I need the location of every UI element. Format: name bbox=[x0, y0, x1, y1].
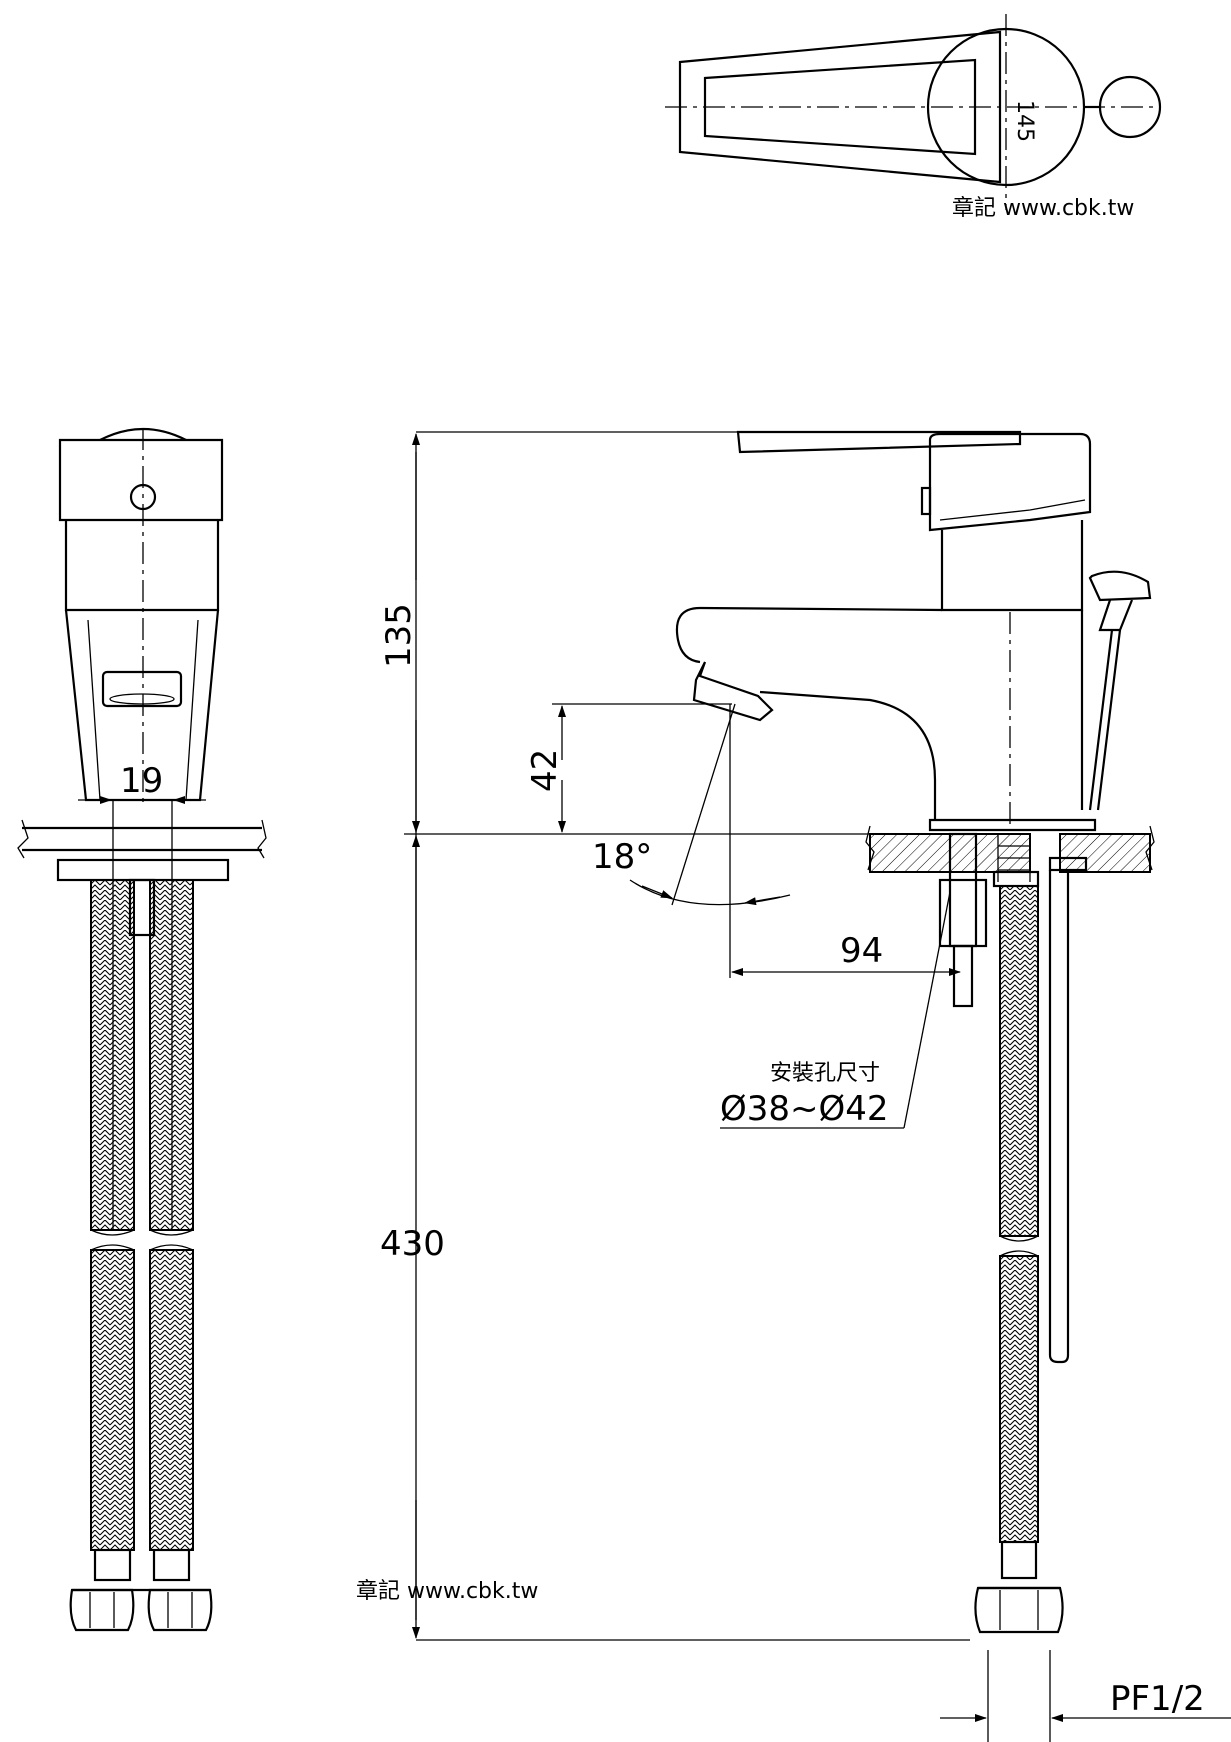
dim-height-top: 135 bbox=[379, 603, 419, 668]
dim-spout-reach: 94 bbox=[840, 931, 883, 971]
front-hose-upper bbox=[999, 885, 1039, 1237]
front-deck-right bbox=[1059, 833, 1151, 873]
dim-hose-spacing: 19 bbox=[120, 761, 163, 801]
top-handle-mark: 145 bbox=[1012, 100, 1037, 142]
popup-rod bbox=[1088, 629, 1122, 811]
front-aerator bbox=[692, 661, 774, 722]
side-hose-right-lower bbox=[149, 1249, 194, 1551]
front-handle-head bbox=[928, 432, 1092, 532]
side-body bbox=[64, 520, 220, 612]
front-spout-bottom bbox=[759, 690, 937, 820]
install-note-value: Ø38~Ø42 bbox=[720, 1089, 889, 1129]
front-hex-nut bbox=[974, 1586, 1064, 1634]
side-handle-head bbox=[58, 438, 224, 522]
side-view: 19 bbox=[17, 427, 267, 1632]
watermark-top: 章記 www.cbk.tw bbox=[952, 196, 1134, 221]
top-handle-outline bbox=[678, 30, 1002, 184]
front-body-upper bbox=[940, 520, 1084, 612]
front-handle-lever bbox=[736, 430, 1022, 454]
dim-hose-length: 430 bbox=[380, 1224, 445, 1264]
front-hose-lower bbox=[999, 1255, 1039, 1543]
side-hose-right-upper bbox=[149, 879, 194, 1231]
top-handle-inner bbox=[703, 58, 977, 156]
side-hose-left-lower bbox=[90, 1249, 135, 1551]
dim-thread: PF1/2 bbox=[1110, 1679, 1205, 1719]
side-hex-nut-left bbox=[69, 1588, 135, 1632]
side-body-taper bbox=[64, 609, 220, 802]
front-base-ring bbox=[928, 818, 1097, 832]
side-nut-plate bbox=[56, 858, 230, 882]
top-view: 145 bbox=[665, 14, 1162, 210]
side-handle-hole bbox=[129, 483, 157, 511]
side-hex-nut-right bbox=[147, 1588, 213, 1632]
side-hose-left-upper bbox=[90, 879, 135, 1231]
side-deck bbox=[22, 826, 262, 852]
drain-rod bbox=[1048, 870, 1070, 1364]
popup-knob bbox=[1088, 570, 1152, 602]
dim-spout-height: 42 bbox=[525, 749, 565, 792]
front-spout-top bbox=[675, 606, 943, 664]
side-aerator bbox=[101, 670, 183, 708]
install-note-label: 安裝孔尺寸 bbox=[770, 1061, 880, 1086]
front-view: 135 430 bbox=[379, 430, 1231, 1742]
dim-spout-angle: 18° bbox=[592, 837, 652, 877]
watermark-bottom: 章記 www.cbk.tw bbox=[356, 1579, 538, 1604]
